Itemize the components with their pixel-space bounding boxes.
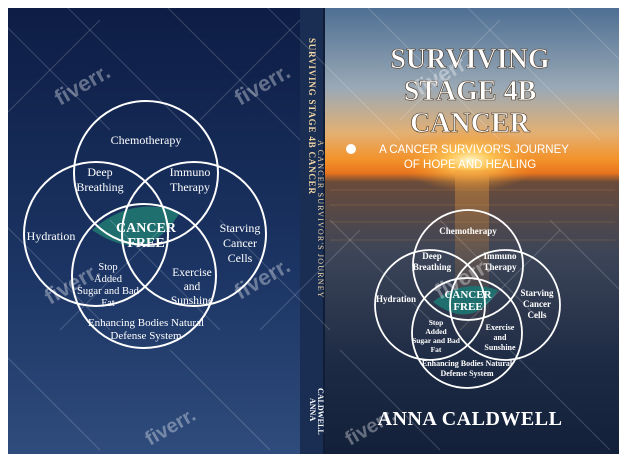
f-label-immuno-1: Immuno [483, 251, 517, 261]
front-circle-bottom [411, 277, 523, 389]
sunset-glow [400, 128, 540, 192]
title-line3: CANCER [410, 108, 531, 139]
f-label-top: Chemotherapy [439, 226, 497, 236]
f-label-center-2: FREE [453, 301, 482, 313]
f-label-bottom-1: Enhancing Bodies Natural [422, 359, 513, 368]
f-label-stop-3: Sugar and Bad [412, 336, 461, 345]
front-circle-left [374, 249, 486, 361]
front-venn-labels: Chemotherapy Deep Breathing Immuno Thera… [376, 226, 554, 378]
label-center-2: FREE [127, 236, 164, 251]
f-label-starving-3: Cells [528, 310, 547, 320]
label-exercise-1: Exercise [172, 267, 212, 279]
spine [300, 8, 324, 454]
f-label-immuno-2: Therapy [483, 262, 517, 272]
spine-title: SURVIVING STAGE 4B CANCER [307, 38, 317, 195]
circle-left [23, 161, 169, 307]
label-immuno-1: Immuno [170, 165, 211, 179]
label-starving-1: Starving [220, 221, 261, 235]
label-bottom-1: Enhancing Bodies Natural [88, 317, 204, 329]
f-label-exercise-3: Sunshine [484, 343, 516, 352]
spine-subtitle: A CANCER SURVIVOR'S JOURNEY [316, 140, 325, 299]
f-label-stop-1: Stop [429, 318, 444, 327]
subtitle-line2: OF HOPE AND HEALING [404, 159, 536, 171]
f-label-stop-4: Fat [431, 345, 442, 354]
label-center-1: CANCER [116, 221, 177, 236]
label-deep-2: Breathing [76, 180, 123, 194]
f-label-exercise-1: Exercise [486, 323, 515, 332]
label-hydration: Hydration [27, 229, 76, 243]
label-starving-3: Cells [228, 251, 253, 265]
front-circle-top [412, 209, 524, 321]
circle-right [121, 161, 267, 307]
label-exercise-2: and [184, 281, 201, 293]
circle-top [73, 100, 219, 246]
label-starving-2: Cancer [223, 236, 257, 250]
label-stop-1: Stop [98, 262, 117, 273]
label-top: Chemotherapy [111, 133, 182, 147]
f-label-bottom-2: Defense System [440, 369, 493, 378]
circle-bottom [71, 203, 217, 349]
f-label-deep-2: Breathing [413, 262, 452, 272]
front-title: SURVIVING STAGE 4B CANCER [390, 44, 550, 140]
label-stop-3: Sugar and Bad [77, 286, 140, 297]
title-line1: SURVIVING [390, 44, 549, 75]
spine-author-line2: CALDWELL [316, 388, 325, 435]
label-deep-1: Deep [87, 165, 112, 179]
f-label-starving-2: Cancer [523, 299, 551, 309]
subtitle-line1: A CANCER SURVIVOR'S JOURNEY [379, 144, 569, 156]
label-stop-4: Fat [101, 298, 115, 309]
label-stop-2: Added [94, 274, 123, 285]
center-lens [92, 206, 180, 246]
f-label-deep-1: Deep [422, 251, 442, 261]
back-venn-labels: Chemotherapy Deep Breathing Immuno Thera… [27, 133, 261, 342]
bullet-dot-icon [346, 144, 356, 154]
title-line2: STAGE 4B [404, 76, 537, 107]
f-label-stop-2: Added [425, 327, 447, 336]
label-bottom-2: Defense System [110, 330, 182, 342]
back-venn-diagram [23, 100, 267, 349]
f-label-hydration: Hydration [376, 294, 416, 304]
spine-author-line1: ANNA [308, 398, 317, 421]
author-name: ANNA CALDWELL [378, 408, 563, 430]
label-immuno-2: Therapy [170, 180, 210, 194]
front-circle-right [449, 249, 561, 361]
f-label-center-1: CANCER [444, 289, 492, 301]
f-label-exercise-2: and [494, 333, 507, 342]
front-venn-diagram [374, 209, 561, 389]
label-exercise-3: Sunshine [171, 295, 213, 307]
f-label-starving-1: Starving [520, 288, 554, 298]
